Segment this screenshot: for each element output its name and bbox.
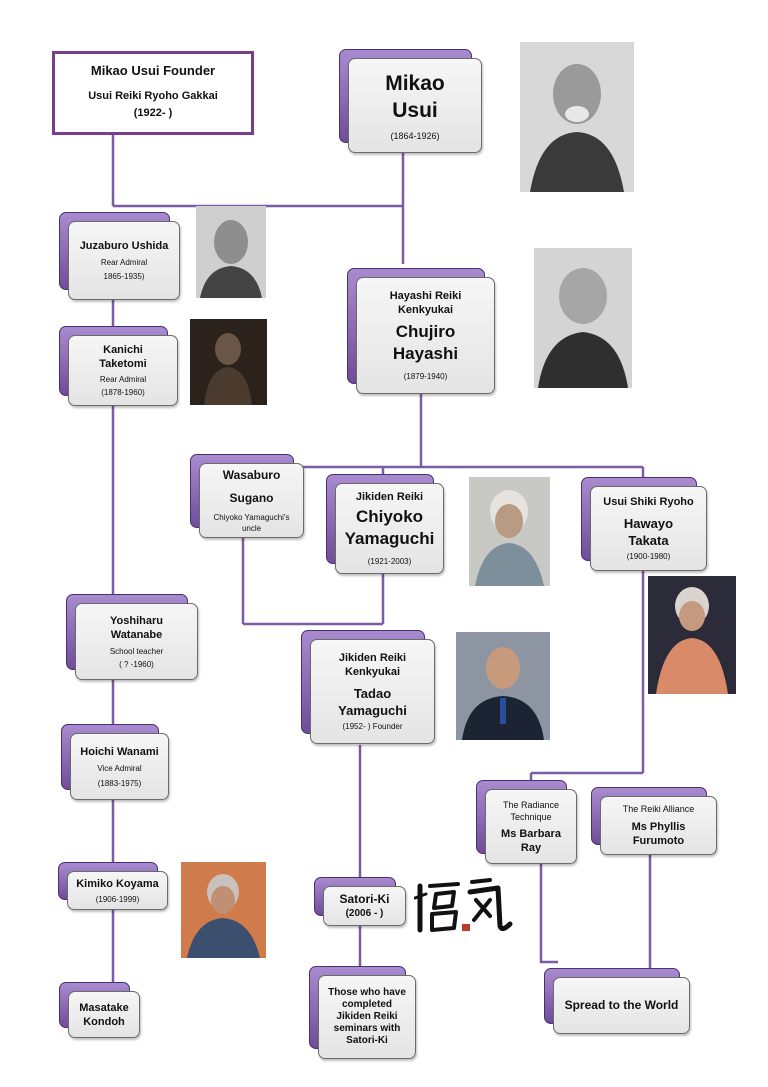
node-text: Spread to the World [565, 998, 679, 1013]
portrait-juzaburo-ushida-photo [196, 206, 266, 298]
node-text: Jikiden Reiki [336, 1011, 397, 1023]
satori-ki-calligraphy [414, 876, 514, 934]
node-spread-to-the-world: Spread to the World [544, 968, 690, 1034]
node-years: (1883-1975) [98, 778, 142, 789]
node-org: Kenkyukai [345, 665, 400, 679]
node-name: Satori-Ki [339, 892, 389, 907]
node-name: Hayashi [393, 343, 458, 365]
node-name: Watanabe [111, 628, 163, 642]
node-completed-seminars: Those who have completed Jikiden Reiki s… [309, 966, 416, 1059]
node-years: (1921-2003) [368, 556, 412, 567]
founder-org: Usui Reiki Ryoho Gakkai [55, 89, 251, 103]
portrait-chujiro-hayashi-photo [534, 248, 632, 388]
portrait-tadao-yamaguchi-photo [456, 632, 550, 740]
node-text: Satori-Ki [346, 1035, 388, 1047]
node-years: (1952- ) Founder [342, 721, 402, 732]
node-name: Takata [628, 532, 668, 549]
node-name: Ms Barbara [501, 827, 561, 841]
node-years: ( ? -1960) [119, 659, 154, 670]
node-years: 1865-1935) [104, 271, 145, 282]
node-title: Rear Admiral [100, 374, 146, 385]
node-years: (1900-1980) [627, 551, 671, 562]
node-org: Technique [510, 811, 551, 823]
node-name: Yamaguchi [338, 702, 407, 719]
portrait-chiyoko-yamaguchi-photo [469, 477, 550, 586]
node-years: (1879-1940) [404, 371, 448, 382]
node-hoichi-wanami: Hoichi Wanami Vice Admiral (1883-1975) [61, 724, 169, 800]
node-name: Tadao [354, 685, 391, 702]
founder-title: Mikao Usui Founder [55, 62, 251, 79]
node-title: School teacher [110, 646, 163, 657]
node-org: Hayashi Reiki [390, 289, 462, 303]
portrait-hawayo-takata-photo [648, 576, 736, 694]
node-years: (1878-1960) [101, 387, 145, 398]
node-note: uncle [242, 523, 261, 534]
node-phyllis-furumoto: The Reiki Alliance Ms Phyllis Furumoto [591, 787, 717, 855]
node-name: Wasaburo [223, 468, 281, 483]
node-name: Ms Phyllis [632, 820, 686, 834]
node-name: Kanichi [103, 343, 143, 357]
line-ray-down [541, 862, 558, 962]
node-note: Chiyoko Yamaguchi's [214, 512, 290, 523]
node-text: seminars with [334, 1023, 401, 1035]
node-name: Juzaburo Ushida [80, 239, 169, 253]
node-hawayo-takata: Usui Shiki Ryoho Hawayo Takata (1900-198… [581, 477, 707, 571]
node-org: Jikiden Reiki [356, 490, 423, 504]
node-years: (2006 - ) [346, 907, 384, 920]
node-text: Those who have [328, 987, 406, 999]
node-mikao-usui: Mikao Usui (1864-1926) [339, 49, 482, 153]
node-name: Hawayo [624, 515, 673, 532]
node-juzaburo-ushida: Juzaburo Ushida Rear Admiral 1865-1935) [59, 212, 180, 300]
node-name: Usui [392, 97, 438, 124]
node-name: Yamaguchi [345, 528, 435, 550]
node-name: Hoichi Wanami [80, 745, 158, 759]
node-text: completed [342, 999, 392, 1011]
node-name: Kondoh [83, 1015, 125, 1029]
node-masatake-kondoh: Masatake Kondoh [59, 982, 140, 1038]
node-kanichi-taketomi: Kanichi Taketomi Rear Admiral (1878-1960… [59, 326, 178, 406]
node-years: (1864-1926) [390, 130, 439, 142]
node-name: Yoshiharu [110, 614, 163, 628]
node-name: Masatake [79, 1001, 129, 1015]
node-wasaburo-sugano: Wasaburo Sugano Chiyoko Yamaguchi's uncl… [190, 454, 304, 538]
node-satori-ki: Satori-Ki (2006 - ) [314, 877, 406, 926]
node-org: The Radiance [503, 799, 559, 811]
portrait-kanichi-taketomi-photo [190, 319, 267, 405]
node-kimiko-koyama: Kimiko Koyama (1906-1999) [58, 862, 168, 910]
portrait-mikao-usui-photo [520, 42, 634, 192]
node-chujiro-hayashi: Hayashi Reiki Kenkyukai Chujiro Hayashi … [347, 268, 495, 394]
node-name: Chujiro [396, 321, 456, 343]
founder-box: Mikao Usui Founder Usui Reiki Ryoho Gakk… [52, 51, 254, 135]
node-name: Sugano [230, 491, 274, 506]
node-yoshiharu-watanabe: Yoshiharu Watanabe School teacher ( ? -1… [66, 594, 198, 680]
node-name: Ray [521, 841, 541, 855]
node-title: Vice Admiral [97, 763, 141, 774]
node-org: Kenkyukai [398, 303, 453, 317]
node-title: Rear Admiral [101, 257, 147, 268]
portrait-kimiko-koyama-photo [181, 862, 266, 958]
node-chiyoko-yamaguchi: Jikiden Reiki Chiyoko Yamaguchi (1921-20… [326, 474, 444, 574]
node-org: Jikiden Reiki [339, 651, 406, 665]
node-name: Mikao [385, 70, 445, 97]
node-name: Kimiko Koyama [76, 877, 159, 891]
node-name: Chiyoko [356, 506, 423, 528]
node-years: (1906-1999) [96, 894, 140, 905]
node-tadao-yamaguchi: Jikiden Reiki Kenkyukai Tadao Yamaguchi … [301, 630, 435, 744]
node-org: The Reiki Alliance [623, 803, 695, 815]
founder-years: (1922- ) [55, 106, 251, 120]
node-name: Furumoto [633, 834, 684, 848]
node-barbara-ray: The Radiance Technique Ms Barbara Ray [476, 780, 577, 864]
node-name: Taketomi [99, 357, 146, 371]
node-org: Usui Shiki Ryoho [603, 495, 693, 509]
